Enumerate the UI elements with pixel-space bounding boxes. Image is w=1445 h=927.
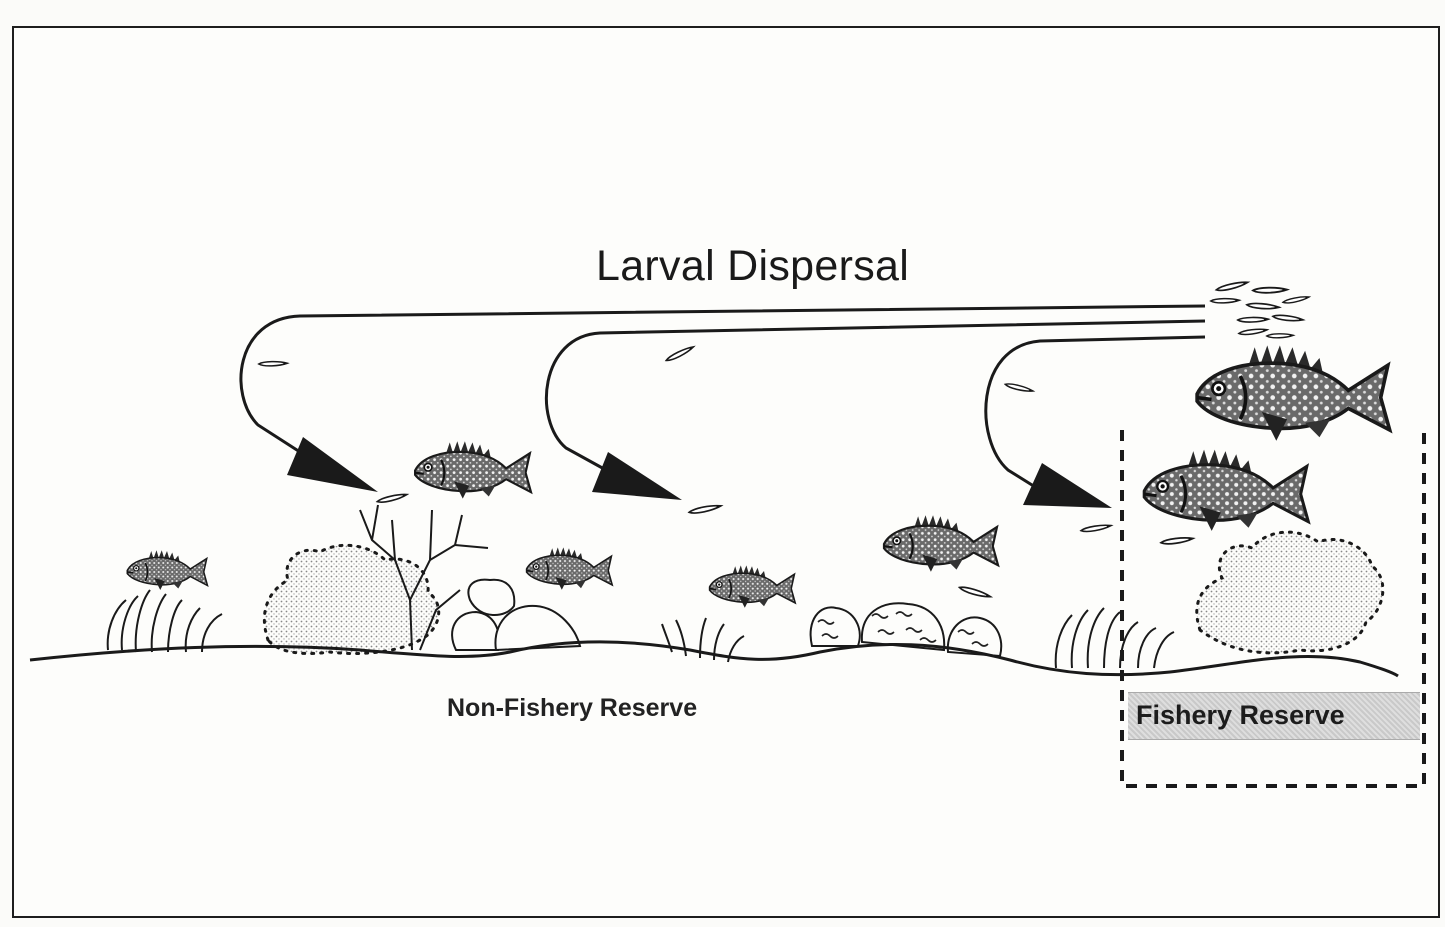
- fish-icon: [1197, 345, 1390, 440]
- fish-icon: [884, 515, 998, 572]
- rock-icon: [452, 612, 499, 650]
- fish-icon: [1144, 450, 1308, 531]
- seagrass-icon: [662, 618, 744, 662]
- larva-icon: [665, 345, 694, 362]
- dispersal-path-middle: [546, 321, 1205, 470]
- arrowhead-icon: [1023, 463, 1112, 508]
- rock-icon: [468, 580, 514, 615]
- dispersal-path-long: [241, 306, 1205, 452]
- fish-icon: [415, 441, 531, 498]
- fish-icon: [127, 550, 207, 590]
- seagrass-icon: [108, 590, 222, 652]
- arrowhead-icon: [287, 437, 378, 492]
- larva-icon: [689, 504, 722, 514]
- non-fishery-reserve-label: Non-Fishery Reserve: [447, 694, 697, 723]
- rock-icons: [452, 580, 580, 650]
- larva-icon: [1161, 537, 1194, 545]
- coral-icon: [264, 545, 438, 653]
- fish-icon: [527, 547, 613, 589]
- rock-icon: [862, 603, 944, 650]
- larva-icon: [1081, 524, 1112, 533]
- larva-icon: [959, 585, 991, 600]
- larvae-cluster: [1211, 281, 1310, 338]
- fishery-reserve-label: Fishery Reserve: [1136, 700, 1345, 731]
- larva-icon: [377, 493, 408, 504]
- larva-icon: [259, 362, 288, 366]
- arrowhead-icons: [287, 437, 1112, 508]
- dispersal-paths: [241, 306, 1205, 490]
- diagram-title: Larval Dispersal: [596, 242, 909, 291]
- arrowhead-icon: [592, 452, 682, 500]
- seagrass-icon: [1056, 608, 1174, 668]
- fish-icon: [710, 565, 796, 607]
- rock-icon: [811, 607, 860, 646]
- larva-icon: [1005, 382, 1034, 393]
- dispersal-path-short: [986, 337, 1205, 490]
- coral-icon: [1197, 532, 1383, 653]
